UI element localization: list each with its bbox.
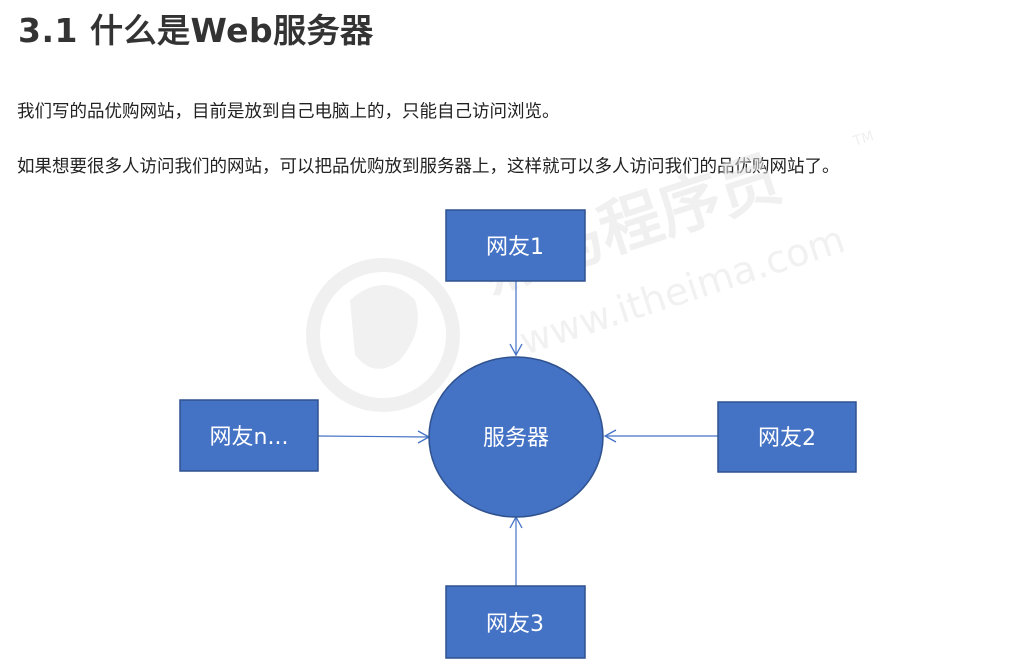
arrowhead-right (603, 429, 617, 443)
edge-left-to-server (317, 435, 429, 438)
user-n-label: 网友n... (210, 425, 289, 450)
horse-logo-icon (306, 258, 460, 412)
user-node-1: 网友1 (445, 209, 586, 282)
server-node: 服务器 (428, 356, 604, 518)
page-title: 3.1 什么是Web服务器 (18, 11, 374, 50)
user-2-label: 网友2 (758, 426, 816, 451)
user-3-label: 网友3 (486, 612, 544, 637)
paragraph-intro: 我们写的品优购网站，目前是放到自己电脑上的，只能自己访问浏览。 (17, 102, 560, 122)
paragraph-server: 如果想要很多人访问我们的网站，可以把品优购放到服务器上，这样就可以多人访问我们的… (17, 157, 840, 177)
watermark-tm-text: TM (850, 128, 876, 150)
arrowhead-top (509, 343, 523, 357)
user-node-2: 网友2 (717, 401, 857, 473)
server-label: 服务器 (483, 426, 549, 451)
user-node-n: 网友n... (179, 399, 319, 472)
user-1-label: 网友1 (486, 235, 544, 260)
user-node-3: 网友3 (445, 585, 586, 659)
